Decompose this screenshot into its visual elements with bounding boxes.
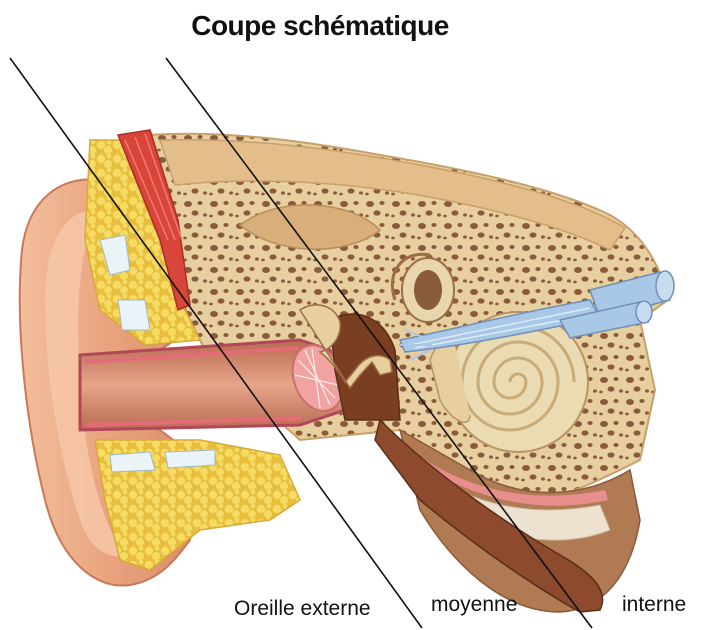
cartilage-patch: [165, 450, 215, 468]
label-inner-ear: interne: [622, 593, 686, 617]
cartilage-patch: [110, 452, 155, 472]
label-middle-ear: moyenne: [431, 593, 517, 617]
cartilage-patch: [118, 300, 150, 330]
label-outer-ear: Oreille externe: [234, 597, 371, 621]
